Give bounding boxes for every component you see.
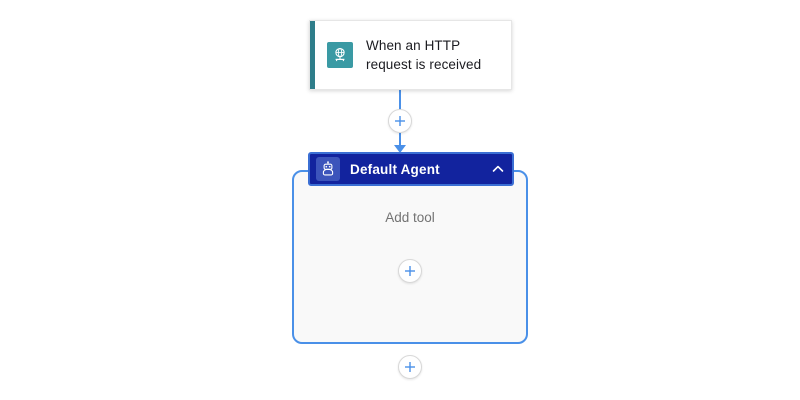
plus-icon xyxy=(405,362,415,372)
connector-line-trigger-to-agent-lower xyxy=(399,133,401,146)
add-step-button[interactable] xyxy=(388,109,412,133)
http-request-icon xyxy=(327,42,353,68)
agent-collapse-toggle[interactable] xyxy=(484,154,512,184)
trigger-accent-bar xyxy=(310,21,315,89)
trigger-card-label: When an HTTP request is received xyxy=(366,38,482,72)
plus-icon xyxy=(395,116,405,126)
agent-node-header[interactable]: Default Agent xyxy=(308,152,514,186)
connector-line-trigger-to-agent-upper xyxy=(399,90,401,110)
add-tool-label: Add tool xyxy=(385,210,435,225)
add-next-step-button[interactable] xyxy=(398,355,422,379)
plus-icon xyxy=(405,266,415,276)
connector-arrowhead-agent xyxy=(394,145,406,153)
chevron-up-icon xyxy=(492,165,504,172)
trigger-card-http-request[interactable]: When an HTTP request is received xyxy=(309,20,512,90)
add-tool-button[interactable] xyxy=(398,259,422,283)
agent-node-title: Default Agent xyxy=(350,161,440,177)
robot-icon xyxy=(316,157,340,181)
agent-node-body[interactable] xyxy=(292,170,528,344)
